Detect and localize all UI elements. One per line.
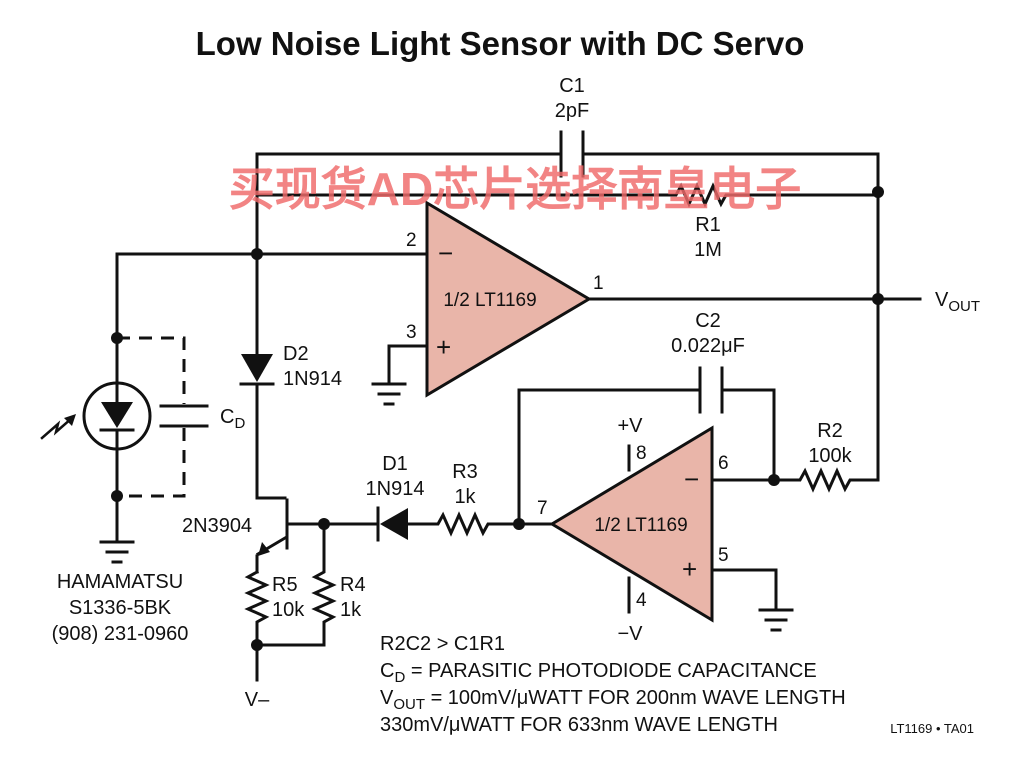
ground-symbol-bottom-opamp — [758, 608, 794, 632]
opamp-bottom-pin6: 6 — [718, 453, 729, 474]
c1-ref: C1 — [559, 75, 585, 97]
opamp-bottom-plus: + — [682, 554, 697, 584]
opamp-bottom-pin7: 7 — [537, 498, 548, 519]
photodiode-diode — [101, 402, 133, 428]
photodiode-part: S1336-5BK — [69, 597, 172, 619]
r5-ref: R5 — [272, 574, 298, 596]
r4-value: 1k — [340, 599, 362, 621]
noninv-ground-wire — [387, 344, 429, 384]
opamp-bottom-pin8: 8 — [636, 443, 647, 464]
d2-value: 1N914 — [283, 368, 342, 390]
c2-wire-left — [517, 388, 702, 526]
r2-ref: R2 — [817, 420, 843, 442]
r3-value: 1k — [454, 486, 476, 508]
opamp-bottom-pin5: 5 — [718, 545, 729, 566]
r4-ref: R4 — [340, 574, 366, 596]
photodiode-phone: (908) 231-0960 — [52, 623, 189, 645]
d1-ref: D1 — [382, 453, 408, 475]
d2-to-collector-wire — [255, 382, 287, 500]
note-line3: VOUT = 100mV/μWATT FOR 200nm WAVE LENGTH — [380, 687, 846, 713]
note-line4: 330mV/μWATT FOR 633nm WAVE LENGTH — [380, 714, 778, 736]
r2-resistor — [710, 467, 880, 493]
opamp-top-pin3: 3 — [406, 322, 417, 343]
d1-diode — [380, 508, 408, 540]
r4-resistor — [255, 522, 337, 647]
r5-value: 10k — [272, 599, 305, 621]
vpos-label: +V — [617, 415, 643, 437]
opamp-top-label: 1/2 LT1169 — [443, 290, 536, 311]
c1-wire-left — [255, 152, 563, 256]
opamp-bottom — [549, 425, 714, 623]
cd-label: CD — [220, 406, 245, 432]
c1-wire-right — [581, 152, 880, 192]
opamp-bottom-pin4: 4 — [636, 590, 647, 611]
note-line1: R2C2 > C1R1 — [380, 633, 505, 655]
cd-dashed-top — [117, 336, 186, 404]
r3-resistor — [406, 511, 554, 537]
vneg-pin-label: −V — [617, 623, 643, 645]
opamp-top — [425, 200, 592, 398]
photodiode-maker: HAMAMATSU — [57, 571, 183, 593]
ground-symbol-top-opamp — [371, 382, 407, 406]
r1-value: 1M — [694, 239, 722, 261]
r2-value: 100k — [808, 445, 852, 467]
vneg-label: V– — [245, 689, 270, 711]
opamp-bottom-label: 1/2 LT1169 — [594, 515, 687, 536]
q1-part: 2N3904 — [182, 515, 252, 537]
watermark-text: 买现货AD芯片选择南皇电子 — [229, 163, 801, 215]
r1-resistor — [255, 182, 880, 208]
cd-dashed-bottom — [117, 428, 186, 498]
c2-ref: C2 — [695, 310, 721, 332]
vout-label: VOUT — [935, 289, 980, 315]
opamp-top-pin2: 2 — [406, 230, 417, 251]
diagram-title: Low Noise Light Sensor with DC Servo — [196, 25, 805, 62]
figure-ref: LT1169 • TA01 — [890, 721, 974, 736]
r1-ref: R1 — [695, 214, 721, 236]
node-r1-right — [872, 186, 884, 198]
d1-value: 1N914 — [366, 478, 425, 500]
r5-resistor — [244, 569, 270, 647]
c1-value: 2pF — [555, 100, 589, 122]
c2-wire-right — [720, 388, 776, 482]
r3-ref: R3 — [452, 461, 478, 483]
node-output — [872, 293, 884, 305]
c2-value: 0.022μF — [671, 335, 745, 357]
node-inv-bottom — [768, 474, 780, 486]
opamp-top-pin1: 1 — [593, 273, 604, 294]
d2-diode — [241, 354, 273, 382]
opamp-top-minus: − — [438, 238, 453, 268]
inv-input-wire — [115, 252, 429, 340]
light-arrow-icon — [40, 414, 76, 440]
transistor-2n3904 — [255, 498, 326, 557]
d2-ref: D2 — [283, 343, 309, 365]
noninv-bottom-ground-wire — [710, 568, 778, 610]
ground-symbol-photodiode — [99, 540, 135, 564]
opamp-bottom-minus: − — [684, 464, 699, 494]
opamp-top-plus: + — [436, 332, 451, 362]
note-line2: CD = PARASITIC PHOTODIODE CAPACITANCE — [380, 660, 817, 686]
